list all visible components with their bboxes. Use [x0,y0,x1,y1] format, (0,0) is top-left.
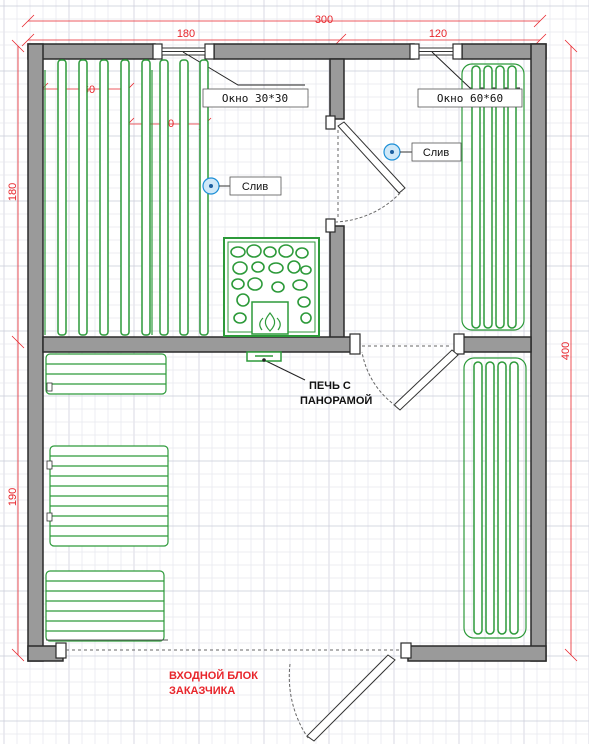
stove-stone [295,247,309,259]
bench-slat [199,59,209,336]
bench-slat [471,65,481,329]
stove-stone [263,246,277,258]
stove-stone [251,261,265,273]
dim-upper-height: 180 [7,183,19,201]
doors [66,121,459,742]
bench-slat [497,361,507,635]
stove-stone [247,277,263,291]
stove-stone [230,246,246,258]
bench-slat [120,59,130,336]
stove-label: ПАНОРАМОЙ [300,394,372,407]
lounge-benches [45,353,527,642]
stove-stone [231,278,245,290]
dim-lower-height: 190 [7,488,19,506]
bench-bracket [46,512,53,522]
drain-label: Слив [242,181,269,193]
entry-label: ЗАКАЗЧИКА [169,685,235,697]
dim-left-room-width: 180 [177,28,195,40]
bench-slat [99,59,109,336]
stove-stone [300,265,312,275]
bench-slat [473,361,483,635]
stove-stone [278,244,294,258]
bench-bracket [46,460,53,470]
dim-total-width: 300 [315,14,333,26]
stove-stone [236,293,250,307]
stove-stone [297,296,311,308]
stove-stone [232,261,248,275]
bench-slat [78,59,88,336]
bench-slat [141,59,151,336]
bench-frame [461,63,525,331]
label-boxes [202,88,523,196]
bench-slat [509,361,519,635]
drain-icon [202,177,230,195]
bench-slat [485,361,495,635]
stove-marker [262,358,266,362]
jambs [55,43,465,659]
stove-icon [223,237,320,337]
steam-room-bench-slats [57,59,209,336]
stove-stone [233,312,247,324]
entry-label: ВХОДНОЙ БЛОК [169,669,258,682]
stove-stone [268,262,284,274]
bench-frame [463,357,527,639]
bench-slat [159,59,169,336]
dim-right-room-width: 120 [429,28,447,40]
bench-slat [495,65,505,329]
stove-label: ПЕЧЬ С [309,380,351,392]
windows [161,47,454,56]
bench-slat [179,59,189,336]
stove-stone [271,281,285,293]
walls [27,43,547,662]
bench-bracket [46,382,53,392]
shower-room-bench [461,63,525,331]
stove-stone [300,312,312,324]
bench-slat [507,65,517,329]
steam-room-bench-frame [44,70,153,335]
stove-stone [246,244,262,258]
drain-label: Слив [423,147,450,159]
drain-icon [383,143,412,161]
bench-slat [57,59,67,336]
stove-stone [287,260,301,274]
window-large-label: Окно 60*60 [437,92,503,105]
lounge-bench [45,570,165,642]
dim-total-height: 400 [560,342,572,360]
bench-slat [483,65,493,329]
stove-stone [292,279,308,291]
window-small-label: Окно 30*30 [222,92,288,105]
